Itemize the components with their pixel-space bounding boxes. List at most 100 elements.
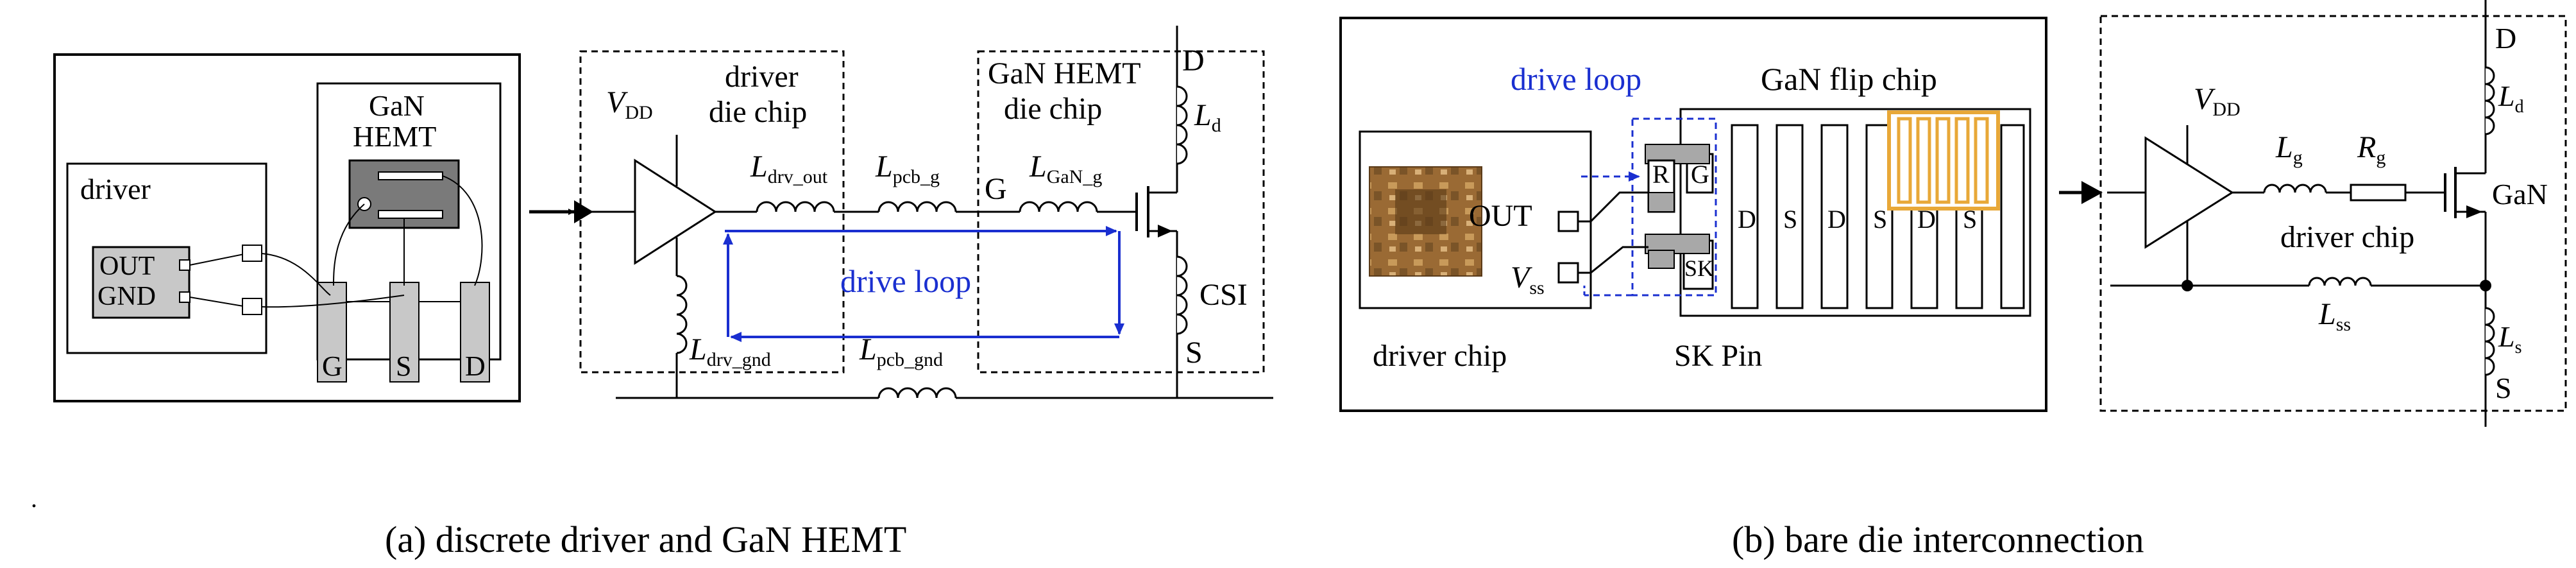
panel-b-circuit: VDD Lg Rg D Ld GaN Ls S driver chip: [2099, 0, 2567, 427]
finger-label-s2: S: [1873, 205, 1887, 234]
l-ss-inductor: [2308, 277, 2372, 286]
finger-label-s3: S: [1963, 205, 1977, 234]
gnd-trace: [189, 297, 248, 307]
l-drv-out-inductor: [756, 201, 835, 212]
vss-wire-b: [1578, 246, 1648, 274]
out-trace: [189, 253, 248, 266]
driver-label: driver: [80, 173, 151, 205]
pin-s-label: S: [396, 350, 411, 382]
finger-label-d1: D: [1738, 205, 1756, 234]
gold-finger-4: [1954, 117, 1970, 204]
driver-die-label-1: driver: [725, 60, 799, 94]
out-pad: [179, 259, 191, 271]
l-pcb-g-inductor: [877, 201, 957, 212]
l-d-inductor-b: [2485, 66, 2495, 135]
arrow-layout-to-circuit-head: [2081, 181, 2103, 204]
l-s-label-b: Ls: [2498, 320, 2522, 357]
driver-bond-pad-2: [242, 298, 262, 315]
driver-chip-outline: [1359, 130, 1592, 309]
bond-wire-gate: [261, 253, 331, 296]
l-d-label: Ld: [1194, 98, 1221, 136]
gold-finger-5: [1974, 117, 1989, 204]
source-s-label: S: [1185, 336, 1203, 370]
finger-label-s1: S: [1783, 205, 1797, 234]
junction-left: [2182, 280, 2193, 291]
gold-finger-1: [1897, 117, 1912, 204]
drive-loop-label-b: drive loop: [1511, 61, 1641, 97]
gold-finger-2: [1916, 117, 1931, 204]
gold-die-inset: [1887, 110, 2000, 211]
pin-d-lead: [460, 282, 490, 383]
pad-g-label: G: [1691, 160, 1709, 189]
sk-connector: [1645, 234, 1710, 254]
l-drv-out-label: Ldrv_out: [750, 150, 828, 187]
pin-s-lead: [389, 282, 419, 383]
r-pad-gray: [1648, 192, 1675, 212]
gate-g-label: G: [985, 172, 1007, 206]
gold-finger-3: [1935, 117, 1951, 204]
l-d-label-b: Ld: [2498, 80, 2524, 117]
driver-amplifier-b: [2144, 136, 2234, 249]
l-pcb-gnd-label: Lpcb_gnd: [859, 332, 943, 370]
l-pcb-gnd-inductor: [877, 387, 957, 399]
gan-source-arrow: [2466, 205, 2482, 218]
hemt-die-finger-bottom: [378, 210, 443, 219]
pad-r-label: R: [1652, 160, 1670, 189]
out-wire-b: [1578, 191, 1648, 223]
bare-die-dashed-box: [2099, 15, 2567, 412]
layout-outline: [1339, 17, 2047, 412]
l-drv-gnd-label: Ldrv_gnd: [689, 332, 771, 370]
gan-die-label-2: die chip: [1004, 92, 1102, 126]
finger-label-d2: D: [1827, 205, 1846, 234]
gan-flip-chip-label: GaN flip chip: [1761, 61, 1937, 97]
bond-wire-gnd: [261, 295, 405, 308]
out-pin-label-b: OUT: [1469, 199, 1532, 233]
junction-right: [2480, 280, 2491, 291]
stray-dot: .: [31, 484, 37, 513]
driver-amplifier-symbol: [634, 159, 717, 265]
drive-loop-label-a: drive loop: [840, 263, 971, 299]
l-d-inductor: [1176, 85, 1188, 165]
vdd-label-b: VDD: [2194, 82, 2241, 120]
caption-b: (b) bare die interconnection: [1732, 519, 2144, 560]
csi-inductor: [1176, 255, 1188, 335]
sk-connector-lower: [1648, 250, 1675, 269]
out-pad-b: [1557, 211, 1579, 232]
finger-1: [1731, 124, 1759, 309]
panel-b-layout: OUT Vss driver chip GaN flip chip SK Pin…: [1339, 17, 2047, 412]
gnd-pin-label: GND: [97, 282, 156, 311]
l-g-label: Lg: [2275, 130, 2303, 168]
out-pin-label: OUT: [99, 252, 155, 281]
finger-3: [1820, 124, 1849, 309]
arrow-package-to-circuit-head: [574, 200, 593, 223]
hemt-source-arrow: [1158, 225, 1173, 237]
vss-label-b: Vss: [1511, 261, 1545, 298]
pin-g-lead: [317, 282, 347, 383]
pin-d-label: D: [465, 350, 486, 382]
vdd-label: VDD: [606, 85, 653, 123]
vss-pad-b: [1557, 262, 1579, 284]
driver-chip-label-circuit: driver chip: [2280, 220, 2414, 254]
source-s-label-b: S: [2495, 372, 2512, 404]
l-ss-label: Lss: [2318, 297, 2351, 335]
driver-chip-label-b: driver chip: [1373, 339, 1507, 373]
drain-d-label-b: D: [2495, 22, 2516, 55]
csi-label: CSI: [1199, 278, 1248, 312]
gan-flip-chip-outline: [1679, 108, 2031, 317]
drive-loop-dashed-box: [1631, 117, 1717, 297]
r-g-resistor: [2350, 184, 2407, 202]
gan-die-label-1: GaN HEMT: [988, 56, 1141, 90]
panel-a-package: driver OUT GND GaN HEMT G S D: [53, 53, 521, 402]
package-outline: [53, 53, 521, 402]
bond-wire-die-gate: [333, 203, 365, 286]
finger-2: [1775, 124, 1804, 309]
gan-label-b: GaN: [2492, 178, 2548, 211]
drain-d-label: D: [1182, 44, 1205, 78]
driver-bond-pad-1: [242, 245, 262, 262]
l-gan-g-inductor: [1019, 201, 1098, 212]
pad-sk-label: SK: [1684, 255, 1714, 281]
caption-a: (a) discrete driver and GaN HEMT: [385, 519, 906, 560]
gnd-pad: [179, 291, 191, 303]
l-pcb-g-label: Lpcb_g: [875, 150, 940, 187]
